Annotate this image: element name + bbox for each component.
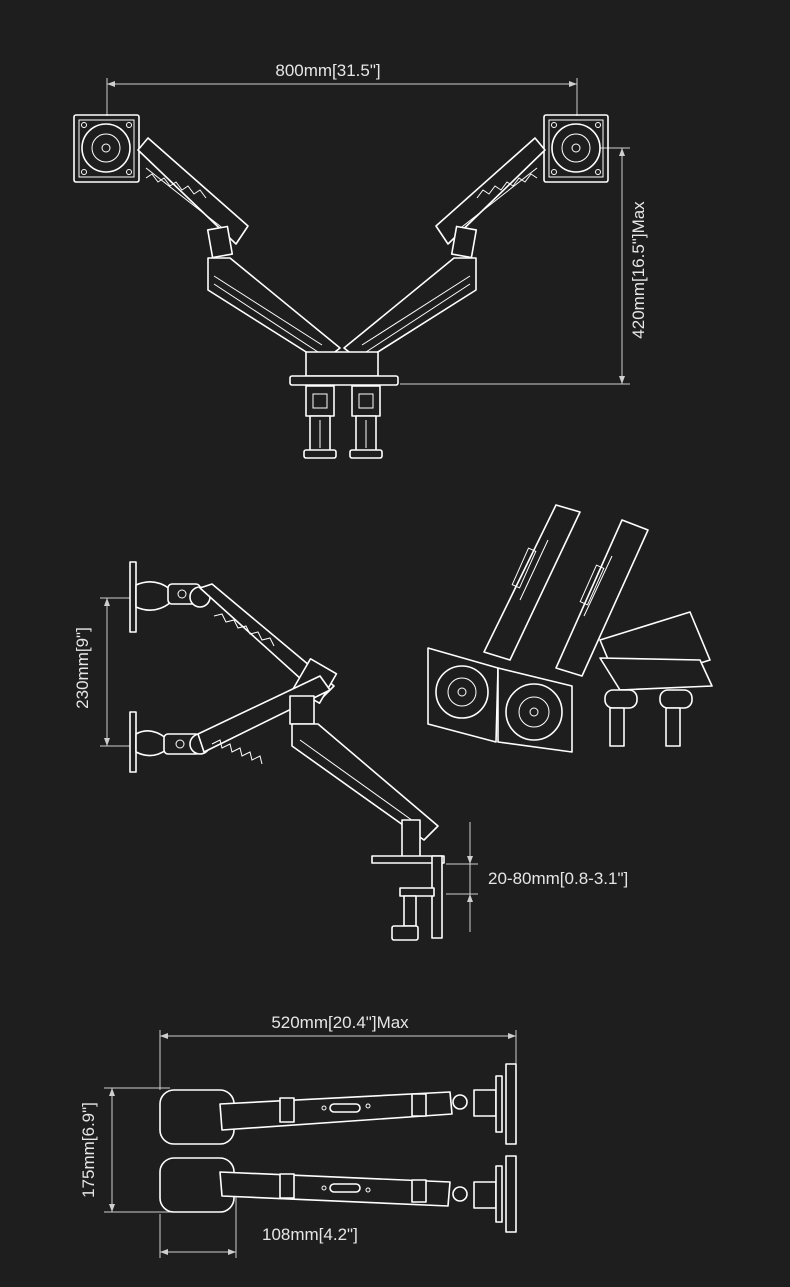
iso-right-vesa xyxy=(497,667,573,753)
width-dimension: 800mm[31.5"] xyxy=(106,61,578,116)
left-clamp xyxy=(303,385,337,459)
upper-side-plate xyxy=(129,561,201,633)
base-dimension: 108mm[4.2"] xyxy=(159,1196,358,1258)
right-clamp xyxy=(349,385,383,459)
left-upper-arm xyxy=(137,137,249,259)
base-label: 108mm[4.2"] xyxy=(262,1225,358,1244)
left-vesa-plate xyxy=(73,114,140,183)
lower-tilt-arm xyxy=(189,675,331,765)
reach-dimension: 520mm[20.4"]Max xyxy=(159,1013,517,1090)
front-view: 800mm[31.5"] 420mm[16.5"]Max xyxy=(73,61,648,459)
reach-max-label: 520mm[20.4"]Max xyxy=(271,1013,409,1032)
side-clamp xyxy=(371,855,445,941)
depth-label: 175mm[6.9"] xyxy=(79,1102,98,1198)
tilt-height-label: 230mm[9"] xyxy=(73,627,92,709)
clamp-range-label: 20-80mm[0.8-3.1"] xyxy=(488,869,628,888)
isometric-view xyxy=(427,504,713,753)
depth-dimension: 175mm[6.9"] xyxy=(79,1087,170,1213)
right-upper-arm xyxy=(435,137,546,259)
height-max-dimension: 420mm[16.5"]Max xyxy=(400,147,648,385)
width-total-label: 800mm[31.5"] xyxy=(275,61,380,80)
height-max-label: 420mm[16.5"]Max xyxy=(629,201,648,339)
main-lower-arm xyxy=(289,695,439,859)
side-view: 230mm[9"] xyxy=(73,561,628,941)
right-vesa-plate xyxy=(543,114,609,183)
top-view: 520mm[20.4"]Max 175mm[6.9"] 108mm[4.2"] xyxy=(79,1013,517,1258)
left-lower-arm xyxy=(207,257,341,363)
right-lower-arm xyxy=(343,257,477,363)
clamp-range-dimension: 20-80mm[0.8-3.1"] xyxy=(446,822,628,932)
center-pole-base xyxy=(289,351,399,386)
iso-left-vesa xyxy=(427,647,499,743)
